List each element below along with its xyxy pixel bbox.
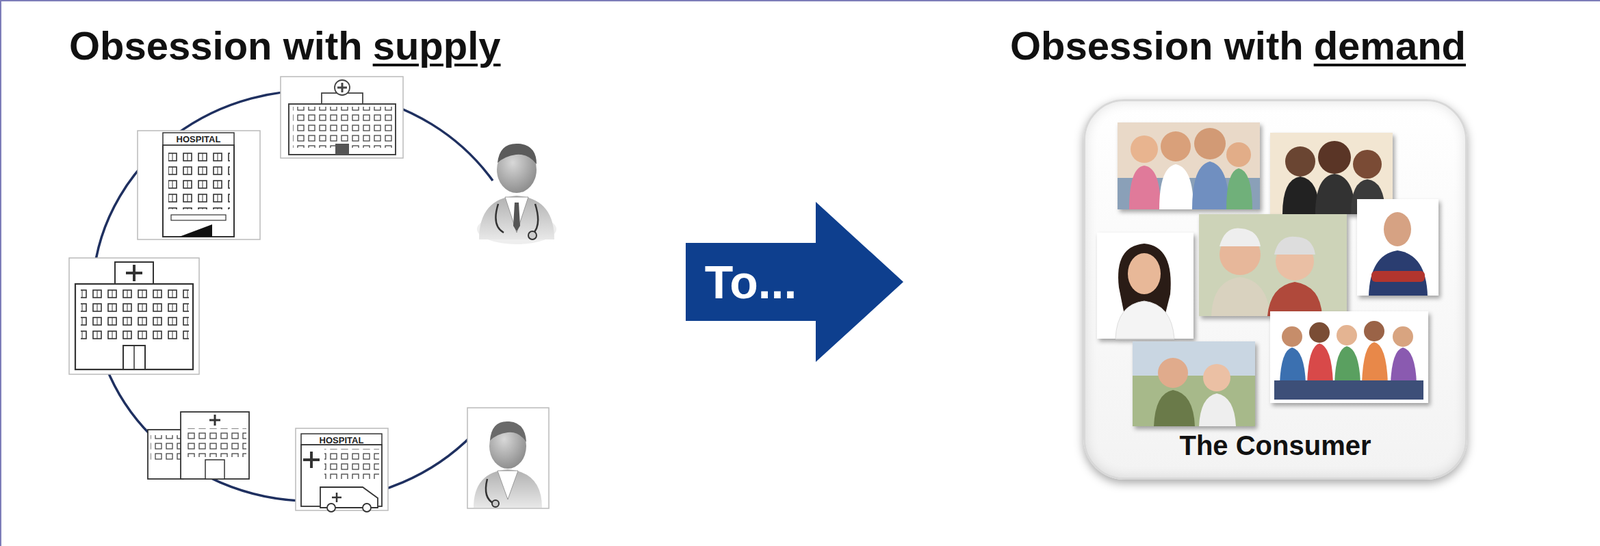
doctor-icon: [467, 407, 549, 509]
box-caption: The Consumer: [1085, 430, 1466, 462]
heading-text: Obsession with: [1010, 23, 1304, 68]
arrow-label: To...: [685, 242, 816, 321]
supply-heading: Obsession withsupply: [69, 26, 501, 66]
sign-text: HOSPITAL: [319, 435, 365, 445]
arrow-fill: [685, 201, 904, 363]
consumer-box: The Consumer: [1083, 99, 1468, 480]
hospital-icon: [295, 428, 389, 512]
hospital-icon: [137, 130, 261, 240]
hospital-icon: [147, 411, 250, 480]
hospital-icon: [69, 257, 200, 375]
frame-edge: [0, 0, 1600, 2]
heading-text: Obsession with: [69, 23, 363, 68]
demand-heading: Obsession withdemand: [1010, 26, 1466, 66]
frame-edge: [0, 0, 2, 546]
heading-keyword: supply: [372, 23, 501, 68]
hospital-icon: [280, 76, 404, 159]
heading-keyword: demand: [1313, 23, 1466, 68]
block-arrow: To...: [685, 201, 904, 363]
sign-text: HOSPITAL: [176, 134, 222, 144]
doctor-icon: [476, 143, 557, 245]
